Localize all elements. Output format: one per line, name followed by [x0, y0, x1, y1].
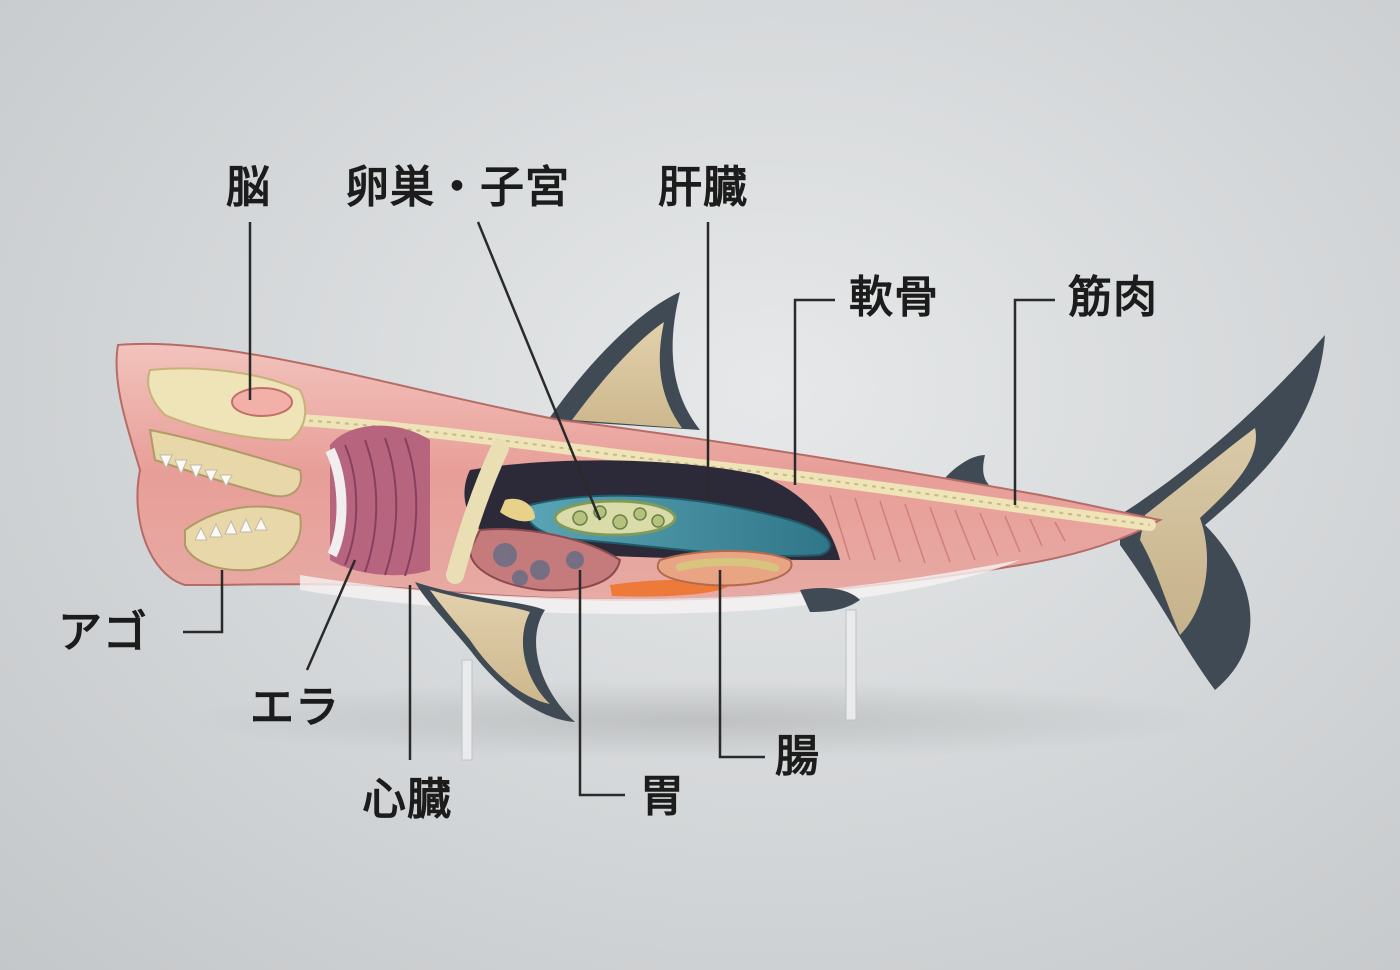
leader-line-gills	[305, 559, 357, 671]
pelvic-fin	[800, 588, 860, 612]
label-jaw: アゴ	[58, 607, 148, 658]
dorsal-fin-inner	[572, 322, 682, 428]
leader-line-ovary	[476, 221, 602, 521]
spine-cartilage-detail	[299, 419, 1151, 526]
label-intestine: 腸	[775, 731, 820, 782]
leader-line-cartilage	[793, 298, 835, 485]
gill-arches	[325, 425, 430, 577]
cranium-cartilage	[147, 367, 307, 442]
caudal-fin-inner	[1140, 428, 1256, 635]
muscle-striations	[829, 494, 1066, 564]
leader-line-muscle	[1013, 298, 1055, 505]
leader-line-stomach	[578, 570, 625, 797]
label-cartilage: 軟骨	[849, 272, 939, 323]
label-muscle: 筋肉	[1068, 272, 1158, 323]
pectoral-girdle	[446, 439, 509, 584]
stand-post-front	[461, 659, 473, 761]
intestine-spiral	[676, 557, 779, 572]
label-stomach: 胃	[640, 771, 685, 822]
label-gills: エラ	[250, 682, 340, 733]
pectoral-fin-inner	[430, 590, 550, 704]
stand-post-rear	[845, 609, 857, 721]
label-ovary-uterus: 卵巣・子宮	[345, 162, 570, 213]
second-dorsal-fin	[945, 455, 990, 486]
teeth	[159, 454, 268, 541]
stomach-texture	[493, 543, 584, 586]
leader-line-jaw	[183, 570, 224, 634]
label-liver: 肝臓	[658, 162, 748, 213]
liver-duct	[500, 498, 535, 522]
brain-organ	[231, 387, 293, 417]
label-brain: 脳	[226, 162, 271, 213]
label-heart: 心臓	[362, 774, 452, 825]
lower-jaw	[184, 505, 302, 572]
leader-lines	[183, 221, 1055, 797]
leader-line-intestine	[718, 570, 765, 759]
intestine-organ	[656, 550, 793, 587]
model-shadow	[180, 680, 1220, 760]
